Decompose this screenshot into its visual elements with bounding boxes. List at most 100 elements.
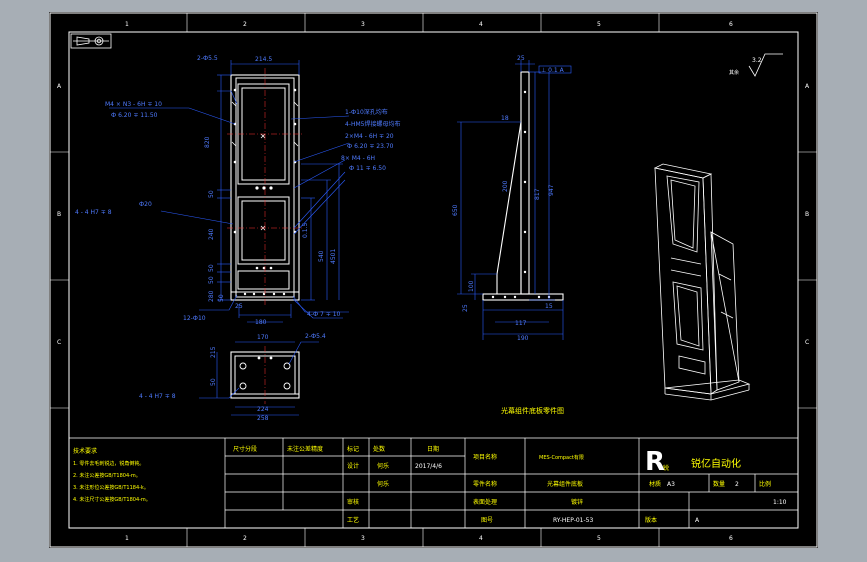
company-name: 锐亿自动化 xyxy=(691,457,741,470)
dim-200: 200 xyxy=(502,180,509,192)
bottom-view: 170 2-Ф5.4 215 50 4 - 4 H7 ∓ 8 224 258 xyxy=(139,333,326,422)
zone-right-b: B xyxy=(805,211,809,218)
drawing-no-label: 图号 xyxy=(481,517,493,524)
zone-top-1: 1 xyxy=(125,21,129,28)
zone-bottom-2: 2 xyxy=(243,535,247,542)
dim-4-4h7: 4 - 4 H7 ∓ 8 xyxy=(75,209,112,216)
dim-2-phi5.4: 2-Ф5.4 xyxy=(305,333,326,340)
surface-finish-note: 其余 xyxy=(729,69,739,76)
projection-symbol-icon xyxy=(70,33,112,49)
dim-m4-n3: M4 × N3 - 6H ∓ 10 xyxy=(105,101,162,108)
dim-240: 240 xyxy=(208,228,215,240)
surface-finish-value: 3.2 xyxy=(752,57,762,64)
scale-value: 1:10 xyxy=(773,499,787,506)
dim-50-b: 50 xyxy=(208,264,215,272)
scale-label: 比例 xyxy=(759,480,771,488)
drawing-no-value: RY-HEP-01-53 xyxy=(553,517,593,524)
version-value: A xyxy=(695,517,700,524)
zone-left-c: C xyxy=(57,339,61,346)
dim-50-c: 50 xyxy=(208,276,215,284)
zone-left-b: B xyxy=(57,211,61,218)
label-mark: 标记 xyxy=(347,445,359,453)
zone-bottom-6: 6 xyxy=(729,535,733,542)
dim-phi20: Ф20 xyxy=(139,201,152,208)
zone-right-a: A xyxy=(805,83,810,90)
dim-0.1.5: 0.1.5 xyxy=(302,223,309,238)
dim-25-side: 25 xyxy=(517,55,525,62)
side-gusset xyxy=(496,121,522,295)
part-name-value: 光幕组件底板 xyxy=(547,480,583,488)
signer-review: 何乐 xyxy=(377,480,389,488)
side-base xyxy=(482,293,564,301)
callout-8-m4: 8× M4 - 6H xyxy=(341,155,375,162)
dim-4501: 4501 xyxy=(330,249,337,264)
part-name-label: 零件名称 xyxy=(473,480,497,488)
material-label: 材质 xyxy=(649,480,661,488)
dim-280: 280 xyxy=(208,290,215,302)
zone-top-4: 4 xyxy=(479,21,483,28)
dim-4-4h7-bottom: 4 - 4 H7 ∓ 8 xyxy=(139,393,176,400)
front-view: 2-Ф5.5 214.5 M4 × N3 - 6H ∓ 10 Ф 6.20 ∓ … xyxy=(75,55,401,326)
callout-phi11-6.5: Ф 11 ∓ 6.50 xyxy=(349,165,386,172)
zone-left-a: A xyxy=(57,83,62,90)
dim-224: 224 xyxy=(257,406,269,413)
dim-258: 258 xyxy=(257,415,269,422)
note-1: 1. 零件去毛刺锐边，锐角倒钝。 xyxy=(73,460,144,467)
callout-2-m4: 2×M4 - 6H ∓ 20 xyxy=(345,133,394,140)
dim-12-phi10: 12-Ф10 xyxy=(183,315,206,322)
dim-15: 15 xyxy=(545,303,553,310)
zone-ticks xyxy=(50,13,817,547)
zone-bottom-3: 3 xyxy=(361,535,365,542)
project-label: 项目名称 xyxy=(473,453,497,461)
dim-170: 170 xyxy=(257,334,269,341)
zone-top-5: 5 xyxy=(597,21,601,28)
dim-50-d: 50 xyxy=(218,294,225,302)
callout-4-hm5: 4-HM5焊接螺母均布 xyxy=(345,120,401,128)
company-logo: R xyxy=(645,447,665,477)
dim-180: 180 xyxy=(255,319,267,326)
col-header-tolerance: 未注公差精度 xyxy=(287,445,323,453)
dim-100: 100 xyxy=(468,280,475,292)
zone-right-c: C xyxy=(805,339,809,346)
date-header: 日期 xyxy=(427,445,439,453)
label-process: 工艺 xyxy=(347,516,359,524)
zone-bottom-1: 1 xyxy=(125,535,129,542)
dim-18: 18 xyxy=(501,115,509,122)
front-dimension-lines xyxy=(109,60,350,323)
project-value: MES-Compact有限 xyxy=(539,454,584,461)
view-caption: 光幕组件底板零件图 xyxy=(501,406,564,415)
surface-finish-icon: 3.2 其余 xyxy=(729,53,783,77)
dim-817: 817 xyxy=(534,188,541,200)
label-design: 设计 xyxy=(347,462,359,470)
dim-25: 25 xyxy=(235,303,243,310)
dim-phi6.2-11.5: Ф 6.20 ∓ 11.50 xyxy=(111,112,158,119)
zone-bottom-4: 4 xyxy=(479,535,483,542)
isometric-view xyxy=(653,163,751,401)
dim-25-side-b: 25 xyxy=(462,304,469,312)
dim-50-bottom: 50 xyxy=(210,378,217,386)
dim-540: 540 xyxy=(318,250,325,262)
dim-50-a: 50 xyxy=(208,190,215,198)
cad-drawing: 1 2 3 4 5 6 1 2 3 4 5 6 A B C A B C xyxy=(49,12,818,548)
surface-label: 表面处理 xyxy=(473,498,497,506)
label-count: 处数 xyxy=(373,445,385,453)
note-4: 4. 未注尺寸公差按GB/T1804-m。 xyxy=(73,496,151,503)
tolerance-box: ⊥ 0.1 A xyxy=(541,67,565,74)
qty-label: 数量 xyxy=(713,480,725,488)
dim-947: 947 xyxy=(548,184,555,196)
callout-4-phi7: 4-Ф 7 ∓ 10 xyxy=(307,311,341,318)
inner-border xyxy=(68,31,799,529)
zone-top-2: 2 xyxy=(243,21,247,28)
version-label: 版本 xyxy=(645,516,657,524)
paper-size: A3 xyxy=(667,481,675,488)
surface-value: 镀锌 xyxy=(571,498,583,506)
zone-top-6: 6 xyxy=(729,21,733,28)
label-review: 审核 xyxy=(347,498,359,506)
col-header-size: 尺寸分段 xyxy=(233,445,257,453)
zone-top-3: 3 xyxy=(361,21,365,28)
dim-190: 190 xyxy=(517,335,529,342)
drawing-sheet: 1 2 3 4 5 6 1 2 3 4 5 6 A B C A B C xyxy=(49,12,818,548)
dim-215: 215 xyxy=(210,346,217,358)
callout-10-holes: 1-Ф10深孔均布 xyxy=(345,108,388,116)
callout-phi6.2-23.7: Ф 6.20 ∓ 23.70 xyxy=(347,143,394,150)
